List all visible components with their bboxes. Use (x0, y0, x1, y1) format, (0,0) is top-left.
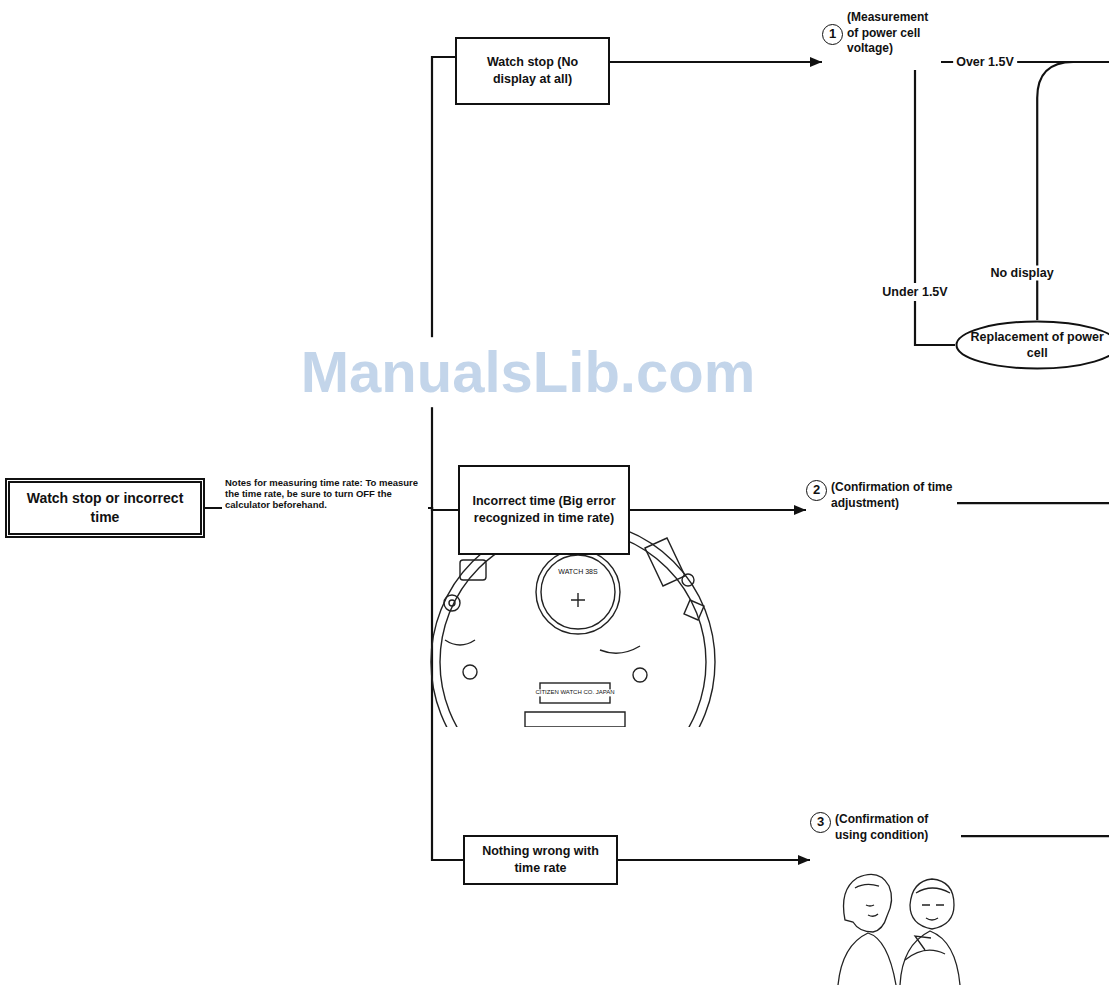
ellipse-outline (955, 320, 1109, 370)
power-cell (536, 550, 620, 634)
part-label: WATCH 38S (555, 568, 600, 576)
callout-number: 3 (810, 812, 831, 833)
flow-connector (630, 509, 806, 511)
screw-head (449, 600, 455, 606)
node-text: Watch stop or incorrect time (20, 489, 190, 527)
watermark: ManualsLib.com (298, 337, 758, 407)
step-callout: 1(Measurement of power cell voltage) (822, 10, 939, 70)
plus-sign (571, 593, 585, 607)
flow-connector (618, 859, 810, 861)
flow-connector (205, 57, 455, 508)
process-box: Nothing wrong with time rate (463, 835, 618, 885)
condition-label: No display (987, 266, 1056, 281)
customer-head (844, 874, 892, 932)
quartz-crystal (645, 538, 685, 586)
node-text: Replacement of power cell (969, 329, 1105, 362)
node-text: Nothing wrong with time rate (475, 843, 606, 877)
step-title: (Measurement of power cell voltage) (847, 10, 939, 57)
movement-ring (440, 529, 706, 727)
callout-number: 2 (806, 480, 827, 501)
condition-label: Under 1.5V (879, 283, 950, 301)
notch (525, 712, 625, 727)
node-text: Incorrect time (Big error recognized in … (470, 493, 618, 527)
flow-line (961, 835, 1109, 837)
process-box: Incorrect time (Big error recognized in … (458, 465, 630, 555)
ellipse-shape (957, 322, 1109, 369)
start-box: Watch stop or incorrect time (5, 478, 205, 538)
note-text: Notes for measuring time rate: To measur… (222, 477, 428, 510)
flow-connector (610, 61, 822, 63)
process-box: Watch stop (No display at all) (455, 37, 610, 105)
flow-connector (205, 508, 463, 860)
customer-body (838, 933, 896, 985)
action-ellipse: Replacement of power cell (955, 320, 1109, 370)
flow-line (1037, 62, 1073, 320)
clerk-hands (905, 936, 945, 960)
screw (463, 665, 477, 679)
customer-face (855, 884, 879, 916)
bridge-edge (445, 640, 640, 653)
condition-label: Over 1.5V (953, 55, 1017, 70)
step-title: (Confirmation of time adjustment) (831, 480, 953, 511)
power-cell-rim (541, 555, 615, 629)
clerk-body (900, 931, 960, 985)
node-text: Watch stop (No display at all) (467, 54, 598, 88)
callout-number: 1 (822, 24, 843, 45)
step-callout: 2(Confirmation of time adjustment) (806, 480, 953, 520)
step-callout: 3(Confirmation of using condition) (810, 812, 957, 866)
step-title: (Confirmation of using condition) (835, 812, 957, 843)
flow-line (957, 502, 1109, 504)
people-illustration (838, 874, 960, 985)
clerk-face (916, 888, 950, 920)
contact-spring (460, 560, 486, 580)
trimmer (684, 600, 704, 620)
screw (444, 595, 460, 611)
flow-connector (915, 70, 955, 345)
screw (633, 668, 647, 682)
clerk-head (910, 879, 954, 929)
part-label: CITIZEN WATCH CO. JAPAN (532, 689, 617, 696)
